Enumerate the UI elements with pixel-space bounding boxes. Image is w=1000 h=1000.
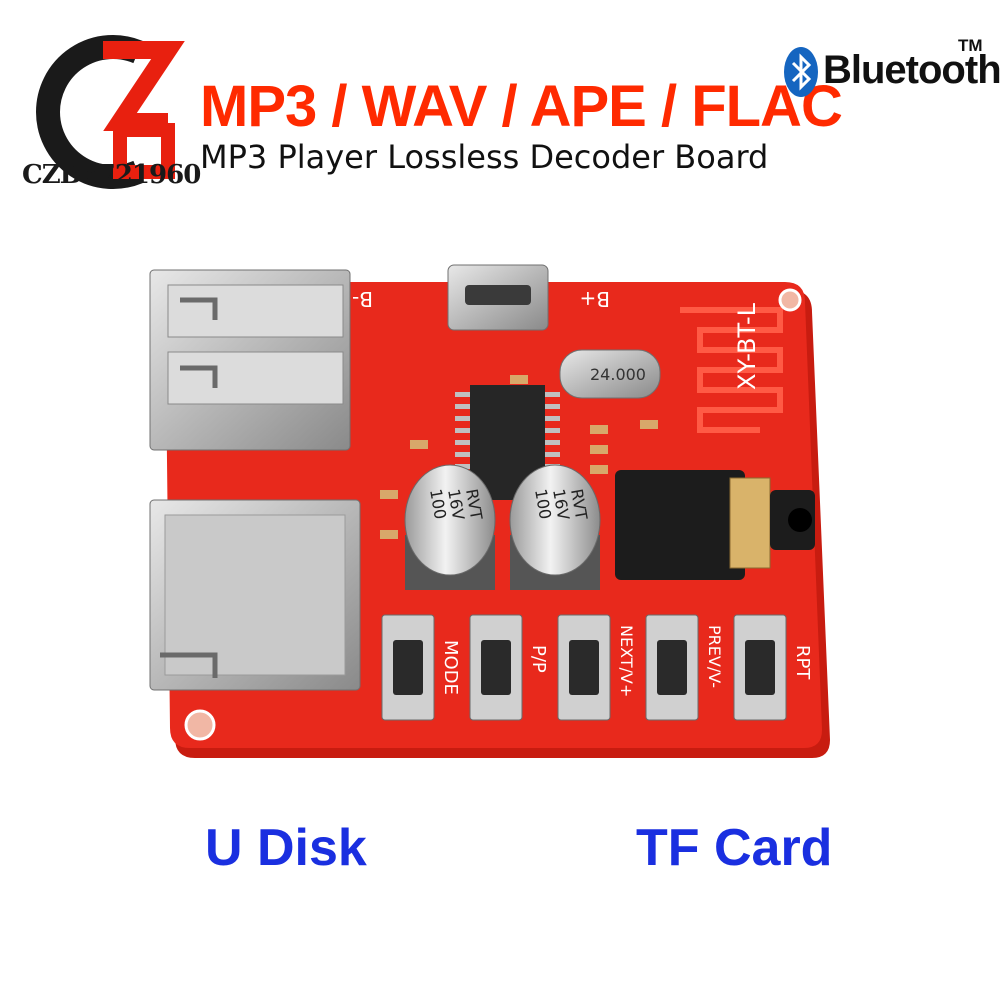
brand-logo <box>28 22 228 202</box>
capacitor-left: 100 16V RVT <box>404 464 496 590</box>
button-play-pause-label: P/P <box>528 645 549 673</box>
crystal-oscillator: 24.000 <box>559 349 661 399</box>
button-next: NEXT/V+ <box>557 614 636 721</box>
tf-card-slot <box>149 499 361 691</box>
button-repeat: RPT <box>733 614 813 721</box>
bluetooth-label: Bluetooth <box>823 48 1000 92</box>
bluetooth-icon <box>784 47 818 97</box>
button-play-pause: P/P <box>469 614 549 721</box>
capacitor-right: 100 16V RVT <box>509 464 601 590</box>
micro-usb-port <box>447 264 549 331</box>
usb-port <box>149 269 351 451</box>
usb-disk-caption: U Disk <box>205 819 367 877</box>
board-model-label: XY-BT-L <box>733 302 761 390</box>
crystal-frequency: 24.000 <box>590 365 646 384</box>
mounting-hole <box>778 288 802 312</box>
audio-jack <box>615 470 815 580</box>
button-prev-label: PREV/V- <box>705 625 724 688</box>
product-subline: MP3 Player Lossless Decoder Board <box>200 138 769 176</box>
trademark-mark: TM <box>958 36 983 55</box>
mounting-hole <box>184 709 216 741</box>
button-next-label: NEXT/V+ <box>617 625 636 697</box>
battery-negative-label: B- <box>352 287 373 311</box>
brand-caption: CZB6721960 <box>22 160 201 190</box>
product-headline: MP3 / WAV / APE / FLAC <box>200 74 843 139</box>
button-mode: MODE <box>381 614 461 721</box>
tf-card-caption: TF Card <box>636 819 833 877</box>
button-prev: PREV/V- <box>645 614 724 721</box>
button-mode-label: MODE <box>440 640 461 695</box>
button-repeat-label: RPT <box>792 645 813 680</box>
battery-positive-label: B+ <box>580 287 610 311</box>
bluetooth-badge <box>783 40 983 100</box>
smd-components <box>380 375 658 539</box>
antenna-trace <box>680 307 783 433</box>
